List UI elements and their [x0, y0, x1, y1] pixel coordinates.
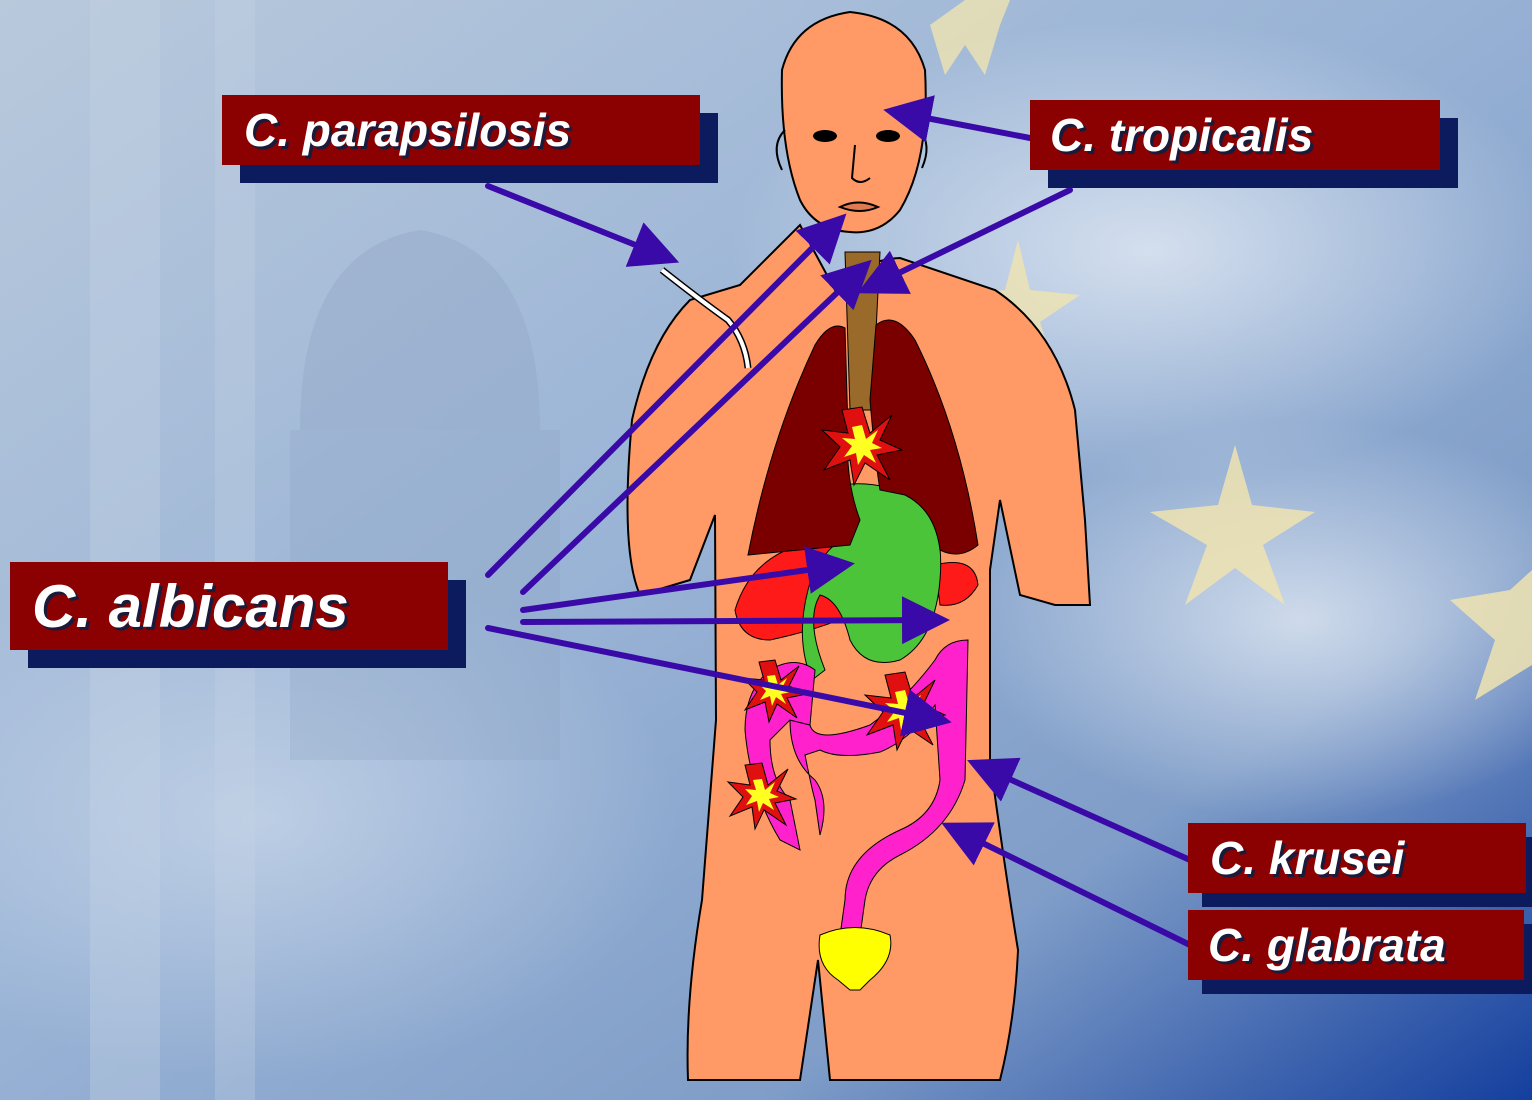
mouth [840, 203, 878, 212]
arrow-albicans-stomach [523, 620, 938, 622]
head [782, 12, 926, 232]
label-box: C. parapsilosis [222, 95, 700, 165]
label-box: C. albicans [10, 562, 448, 650]
eye [876, 130, 900, 142]
label-box: C. glabrata [1188, 910, 1524, 980]
label-text-glabrata: C. glabrata [1208, 918, 1446, 972]
label-text-parapsilosis: C. parapsilosis [244, 103, 571, 157]
label-box: C. krusei [1188, 823, 1526, 893]
background-column [90, 0, 160, 1100]
label-text-krusei: C. krusei [1210, 831, 1404, 885]
label-box: C. tropicalis [1030, 100, 1440, 170]
label-text-tropicalis: C. tropicalis [1050, 108, 1313, 162]
eye [813, 130, 837, 142]
label-text-albicans: C. albicans [32, 572, 349, 641]
